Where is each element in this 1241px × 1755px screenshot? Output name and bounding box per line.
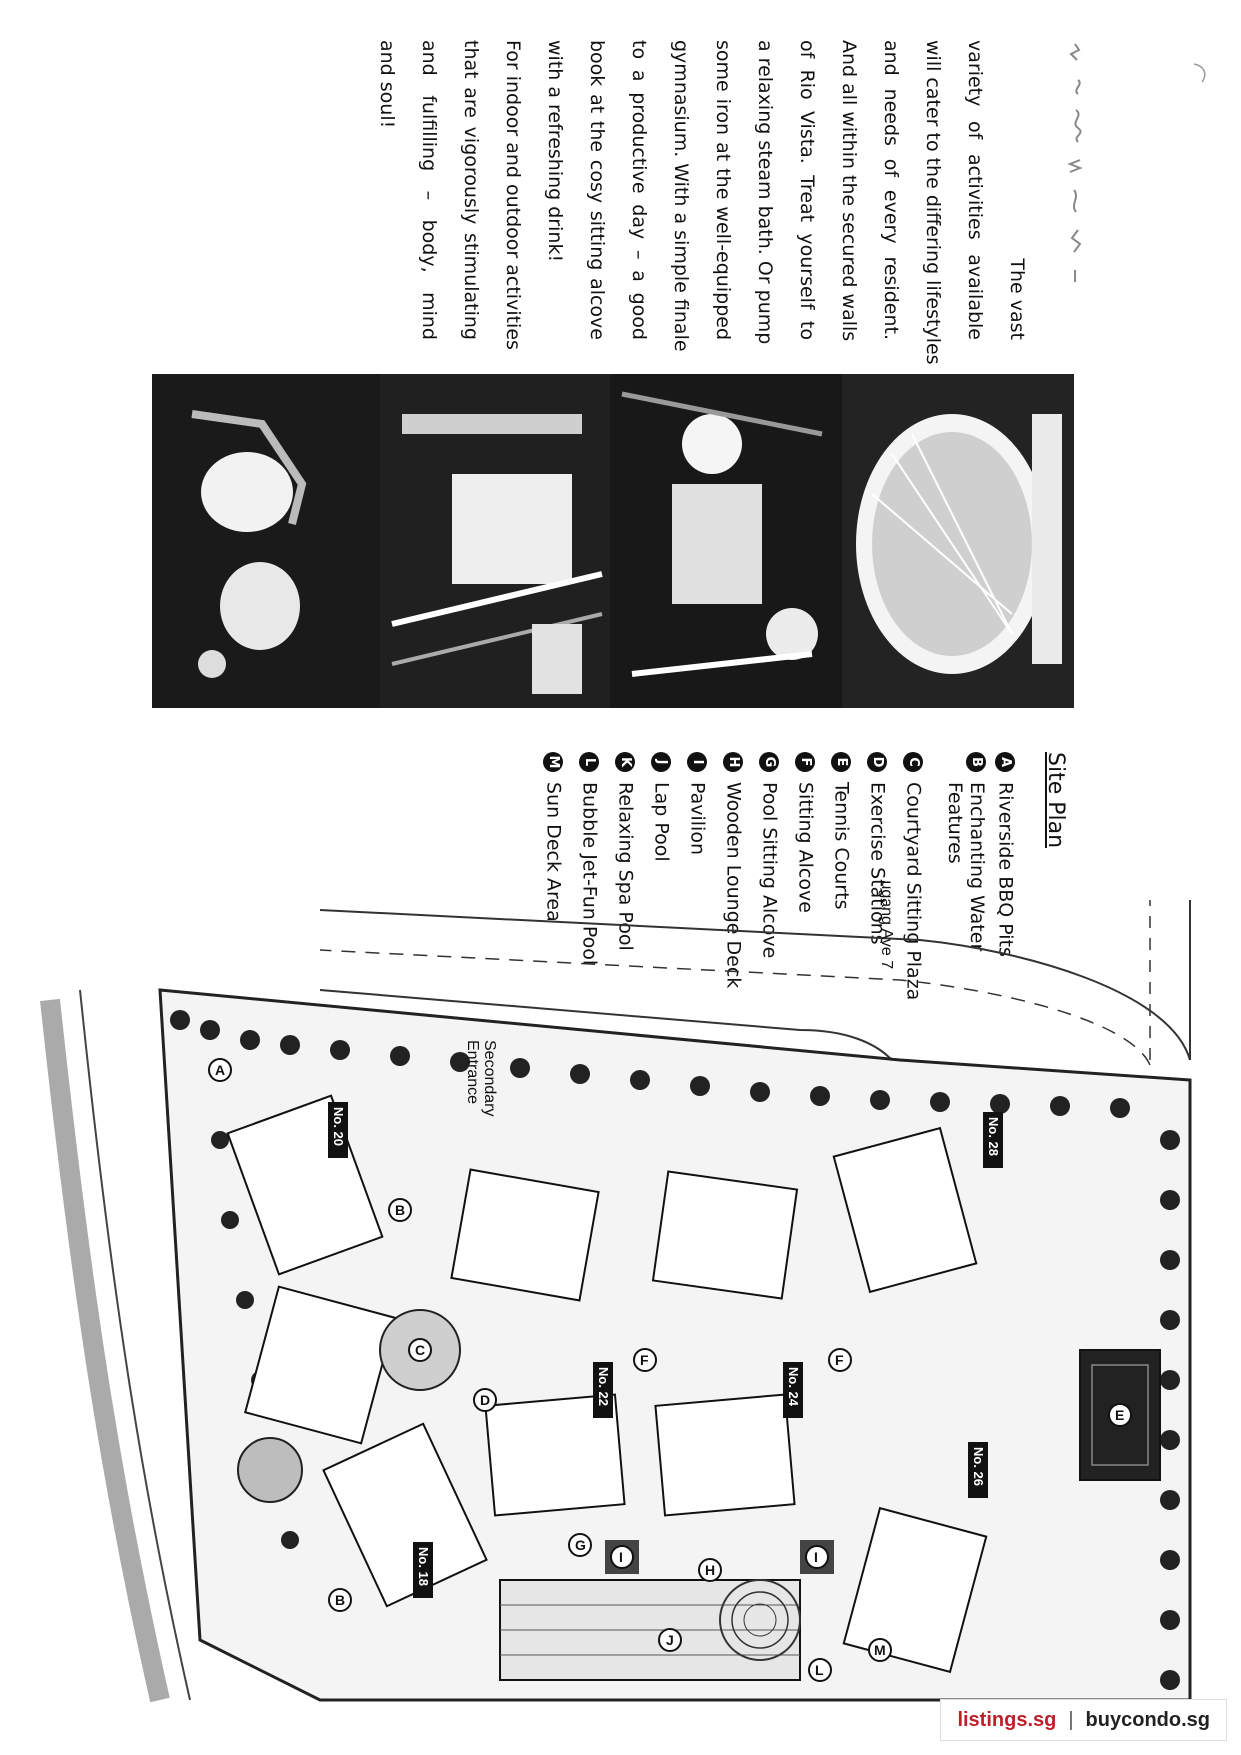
legend-key-badge: G: [759, 752, 780, 772]
brand-buycondo-link[interactable]: buycondo.sg: [1085, 1708, 1210, 1731]
legend-key-badge: I: [687, 752, 708, 772]
marker-letter: F: [640, 1352, 649, 1368]
scribble-graphic: [1067, 43, 1083, 282]
amenity-markers: A B B C D E F F G H I I J L M: [208, 1058, 1132, 1682]
river-edge: [40, 989, 191, 1703]
photo-collage: [152, 374, 1074, 708]
water-feature: [237, 1437, 303, 1503]
legend-key-badge: J: [651, 752, 672, 772]
body-line: some iron at the well-equipped: [712, 40, 734, 340]
block-label: No. 22: [596, 1367, 611, 1406]
body-line: and fulfilling – body, mind: [418, 40, 440, 340]
marker-letter: B: [335, 1592, 345, 1608]
marker-letter: D: [480, 1392, 490, 1408]
legend-key-badge: L: [579, 752, 600, 772]
marker-letter: I: [619, 1549, 623, 1565]
marker-letter: H: [705, 1562, 715, 1578]
legend-key-badge: C: [903, 752, 924, 772]
pool-area: [499, 1579, 801, 1681]
marker-letter: C: [415, 1342, 425, 1358]
decorative-heading-scribble: [1056, 40, 1090, 300]
marker-letter: B: [395, 1202, 405, 1218]
block-label: No. 18: [416, 1547, 431, 1586]
marker-letter: A: [215, 1062, 225, 1078]
marker-letter: J: [666, 1632, 674, 1648]
lifestyle-photo-strip: [152, 374, 1074, 708]
legend-key-badge: E: [831, 752, 852, 772]
body-line: variety of activities available: [964, 40, 986, 340]
marker-letter: F: [835, 1352, 844, 1368]
photo-tennis: [610, 374, 842, 708]
footer-brand-bar: listings.sg | buycondo.sg: [940, 1699, 1227, 1741]
block-label: No. 26: [971, 1447, 986, 1486]
body-line: to a productive day – a good: [628, 40, 650, 340]
block-label: No. 20: [331, 1107, 346, 1146]
site-plan-map: Hougang Ave 7 No. 18 No: [40, 880, 1192, 1703]
legend-key-badge: B: [966, 752, 987, 772]
body-line: with a refreshing drink!: [544, 40, 566, 263]
marker-letter: M: [874, 1642, 886, 1658]
legend-key-badge: A: [995, 752, 1016, 772]
brand-separator: |: [1068, 1708, 1074, 1731]
block-label: No. 28: [986, 1117, 1001, 1156]
body-line: gymnasium. With a simple finale: [670, 40, 692, 352]
residential-blocks: [226, 1094, 988, 1674]
brand-listings-link[interactable]: listings.sg: [957, 1708, 1057, 1731]
legend-key-badge: K: [615, 752, 636, 772]
legend-key-badge: D: [867, 752, 888, 772]
corner-mark-icon: [1193, 63, 1206, 83]
body-line: of Rio Vista. Treat yourself to: [796, 40, 818, 340]
entrance-label-line2: Entrance: [464, 1040, 481, 1104]
body-line: and soul!: [376, 40, 398, 129]
body-line: and needs of every resident.: [880, 40, 902, 340]
photo-racquet: [842, 374, 1074, 708]
marker-letter: E: [1115, 1407, 1124, 1423]
body-line: And all within the secured walls: [838, 40, 860, 342]
block-labels: No. 18 No. 20 No. 22 No. 24 No. 26 No. 2…: [328, 1102, 1003, 1598]
body-line: The vast: [1006, 258, 1028, 340]
tennis-court-lines: [1091, 1364, 1149, 1466]
marker-letter: L: [815, 1662, 824, 1678]
marker-letter: I: [814, 1549, 818, 1565]
legend-label: Lap Pool: [650, 782, 673, 862]
body-line: book at the cosy sitting alcove: [586, 40, 608, 340]
entrance-label-line1: Secondary: [481, 1040, 498, 1117]
body-line: For indoor and outdoor activities: [502, 40, 524, 350]
body-line: that are vigorously stimulating: [460, 40, 482, 340]
photo-couple: [152, 374, 380, 708]
road-name-label: Hougang Ave 7: [878, 880, 895, 969]
body-line: a relaxing steam bath. Or pump: [754, 40, 776, 345]
intro-paragraph: The vast variety of activities available…: [366, 40, 1038, 365]
photo-gym: [380, 374, 610, 708]
legend-key-badge: H: [723, 752, 744, 772]
body-line: will cater to the differing lifestyles: [922, 40, 944, 365]
legend-label: Pavilion: [686, 782, 709, 855]
block-label: No. 24: [786, 1367, 801, 1407]
marker-letter: G: [575, 1537, 586, 1553]
legend-key-badge: M: [543, 752, 564, 772]
legend-key-badge: F: [795, 752, 816, 772]
